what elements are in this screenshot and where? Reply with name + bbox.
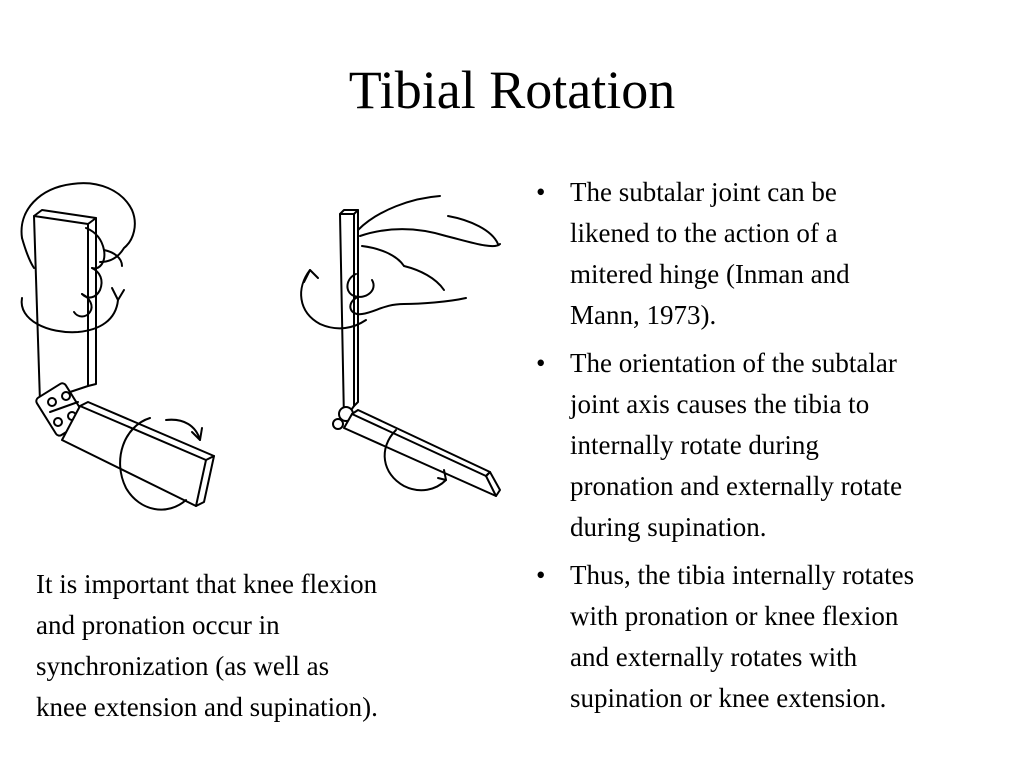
caption-line: It is important that knee flexion <box>36 569 378 599</box>
bullet-line: mitered hinge (Inman and <box>570 259 850 289</box>
bullet-line: Mann, 1973). <box>570 300 717 330</box>
bullet-line: likened to the action of a <box>570 218 838 248</box>
bullet-line: during supination. <box>570 512 767 542</box>
bullet-item: • The subtalar joint can be likened to t… <box>530 172 1000 336</box>
bullet-line: supination or knee extension. <box>570 683 887 713</box>
bullet-dot-icon: • <box>536 348 546 378</box>
bullet-line: The subtalar joint can be <box>570 177 837 207</box>
caption-line: knee extension and supination). <box>36 692 378 722</box>
bullet-line: joint axis causes the tibia to <box>570 389 870 419</box>
left-hinge-model-icon <box>20 182 215 511</box>
mitered-hinge-illustration <box>0 170 520 530</box>
bullet-line: and externally rotates with <box>570 642 858 672</box>
bullet-line: internally rotate during <box>570 430 819 460</box>
figure-caption: It is important that knee flexion and pr… <box>36 564 506 728</box>
bullet-dot-icon: • <box>536 560 546 590</box>
bullet-item: • The orientation of the subtalar joint … <box>530 343 1000 548</box>
caption-line: synchronization (as well as <box>36 651 330 681</box>
bullet-line: Thus, the tibia internally rotates <box>570 560 915 590</box>
slide-title: Tibial Rotation <box>348 60 676 120</box>
bullet-line: The orientation of the subtalar <box>570 348 897 378</box>
bullet-line: pronation and externally rotate <box>570 471 903 501</box>
right-hinge-model-icon <box>300 195 501 497</box>
bullet-list: • The subtalar joint can be likened to t… <box>530 172 1000 726</box>
caption-line: and pronation occur in <box>36 610 280 640</box>
bullet-line: with pronation or knee flexion <box>570 601 899 631</box>
bullet-dot-icon: • <box>536 177 546 207</box>
bullet-item: • Thus, the tibia internally rotates wit… <box>530 555 1000 719</box>
